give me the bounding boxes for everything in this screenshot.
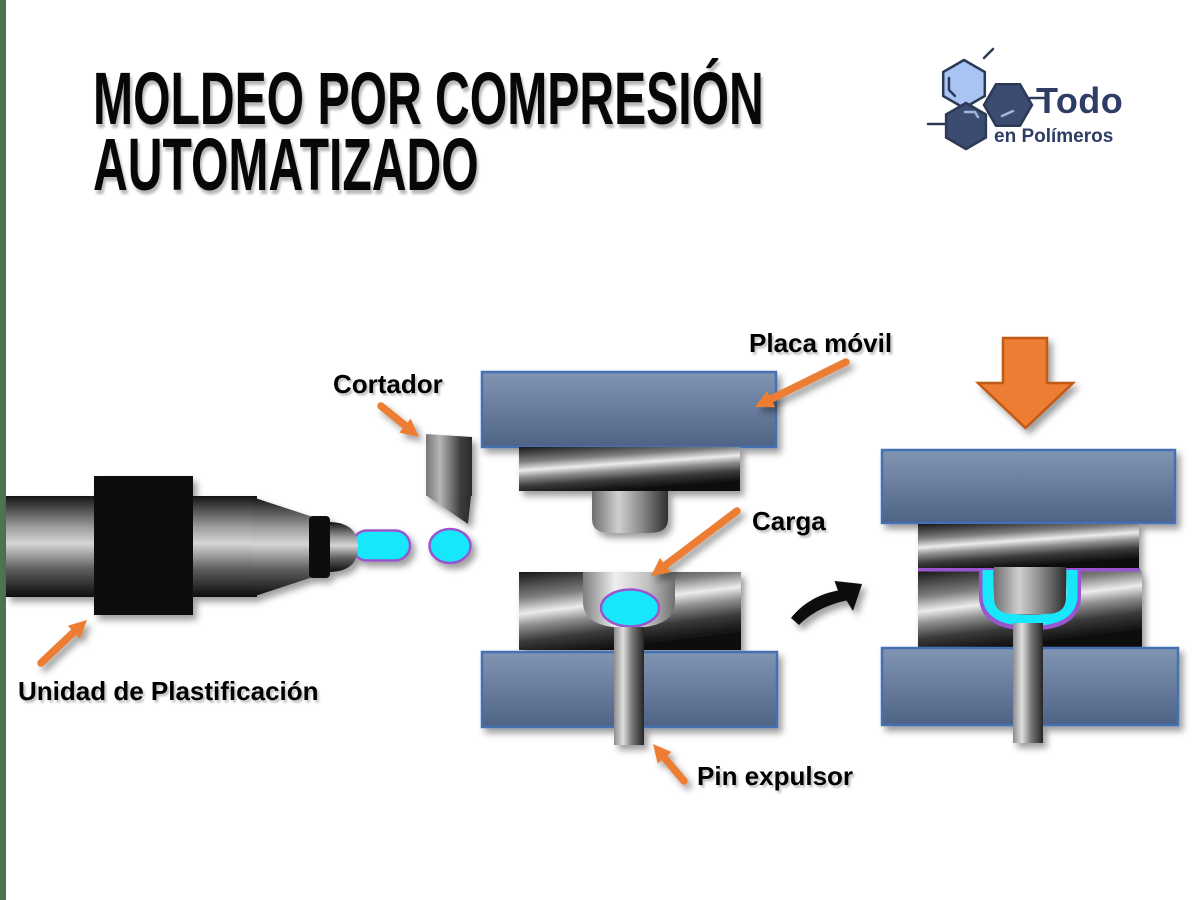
label-carga: Carga	[752, 506, 826, 536]
logo-text-brand: Todo	[1036, 80, 1124, 121]
arrow-to-cutter	[377, 402, 419, 437]
title-line-1: MOLDEO POR COMPRESIÓN	[93, 57, 764, 140]
label-unidad-plastificacion: Unidad de Plastificación	[18, 676, 319, 706]
logo-text-tagline: en Polímeros	[994, 126, 1114, 147]
extrudate-melt	[350, 529, 412, 562]
press-down-arrow	[974, 336, 1077, 430]
cutter	[426, 434, 472, 524]
plasticizing-unit	[6, 476, 412, 615]
hexagon-dark-bottom	[944, 101, 988, 151]
closed-mold	[880, 336, 1180, 743]
extruder-cone	[252, 497, 313, 597]
left-edge-strip	[0, 0, 6, 900]
arrow-to-placa-movil	[755, 358, 850, 408]
arrow-to-unidad	[37, 620, 87, 667]
upper-mold-block	[519, 447, 740, 491]
mold-punch-closed	[994, 567, 1066, 614]
mold-punch	[592, 491, 668, 533]
extruder-nozzle	[330, 522, 358, 572]
cutter-blade	[427, 496, 471, 524]
hexagon-dark-right	[982, 82, 1034, 128]
extruder-band	[94, 476, 193, 615]
cut-charge	[428, 527, 472, 565]
arrow-to-pin-expulsor	[653, 744, 688, 785]
upper-mold-block-closed	[918, 524, 1139, 568]
charge-in-cavity	[599, 588, 661, 628]
molded-part	[982, 570, 1078, 627]
label-pin-expulsor: Pin expulsor	[697, 761, 854, 791]
pointer-arrows	[37, 358, 850, 785]
charge-pellet	[428, 527, 472, 565]
arrow-to-carga	[651, 507, 741, 576]
logo-hexagons-icon	[926, 47, 1046, 151]
label-cortador: Cortador	[333, 369, 443, 399]
ejector-pin	[614, 627, 644, 745]
transition-arrow	[791, 581, 862, 625]
moving-platen-top	[480, 370, 778, 449]
label-placa-movil: Placa móvil	[749, 328, 893, 358]
open-mold	[480, 370, 779, 745]
curved-arrow-icon	[791, 581, 862, 625]
extruder-ring	[309, 516, 330, 578]
ejector-pin-closed	[1013, 623, 1043, 743]
cutter-body	[426, 434, 472, 496]
moving-platen-top-closed	[880, 448, 1177, 525]
title-line-2: AUTOMATIZADO	[93, 123, 479, 206]
brand-logo: Todo en Polímeros	[920, 42, 1180, 157]
page-title: MOLDEO POR COMPRESIÓN AUTOMATIZADO	[93, 57, 764, 206]
